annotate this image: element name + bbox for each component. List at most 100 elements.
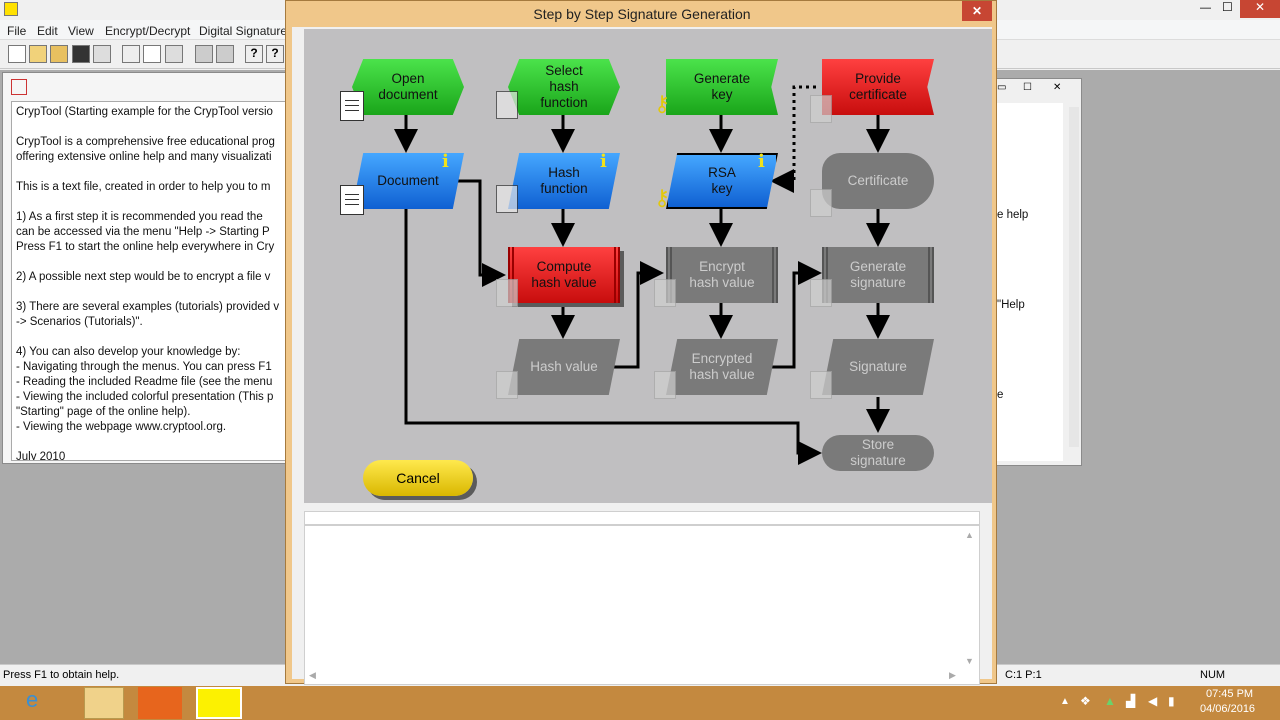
clock-date[interactable]: 04/06/2016 <box>1200 703 1256 715</box>
certificate-icon <box>810 95 832 123</box>
encrypted-fingerprint-icon <box>654 279 676 307</box>
document-text-area[interactable]: CrypTool (Starting example for the CrypT… <box>11 101 291 461</box>
generate-signature-step[interactable]: Generate signature <box>822 247 934 303</box>
text-document-window[interactable]: CrypTool (Starting example for the CrypT… <box>2 72 292 464</box>
provide-certificate-label: Provide certificate <box>849 71 907 102</box>
close-icon-2[interactable]: ✕ <box>1053 82 1062 93</box>
key-pair-icon: ⚷ <box>654 91 671 116</box>
flow-arrows <box>394 85 890 465</box>
menu-view[interactable]: View <box>68 24 94 38</box>
cryptool-taskbar-icon[interactable] <box>196 687 242 719</box>
document-text-line: CrypTool is a comprehensive free educati… <box>16 136 275 148</box>
tray-overflow-icon[interactable]: ▲ <box>1060 696 1070 707</box>
output-textbox[interactable]: ▲ ▼ ◀ ▶ <box>304 525 980 685</box>
dialog-title: Step by Step Signature Generation <box>533 6 751 22</box>
generate-key-label: Generate key <box>693 71 751 102</box>
hash-function-info-icon[interactable]: i <box>600 151 607 172</box>
help-icon[interactable]: ? <box>245 45 263 63</box>
secondary-text-1: e help <box>997 209 1029 221</box>
select-hash-label: Select hash function <box>540 63 588 110</box>
cut-icon[interactable] <box>122 45 140 63</box>
ie-icon[interactable]: e <box>26 687 39 712</box>
select-hash-step[interactable]: Select hash function <box>508 59 620 115</box>
copy-icon[interactable] <box>143 45 161 63</box>
network-icon[interactable]: ▟ <box>1126 694 1136 708</box>
signature-dialog: Step by Step Signature Generation ✕ <box>285 0 997 685</box>
open-document-step[interactable]: Open document <box>352 59 464 115</box>
menu-digital-signatures[interactable]: Digital Signatures <box>199 24 294 38</box>
hash-value-label: Hash value <box>530 359 598 374</box>
document-text-line: - Viewing the included colorful presenta… <box>16 391 274 403</box>
secondary-scrollbar[interactable] <box>1069 107 1079 447</box>
signature-doc-icon <box>810 279 832 307</box>
document-window-icon <box>11 79 27 95</box>
status-help-text: Press F1 to obtain help. <box>3 669 120 681</box>
dialog-close-button[interactable]: ✕ <box>962 1 992 21</box>
document-text-line: "Starting" page of the online help). <box>16 406 191 418</box>
secondary-text-3: e <box>997 389 1004 401</box>
paste-icon[interactable] <box>165 45 183 63</box>
taskbar: e ▲ ❖ ▲ ▟ ◀ ▮ 07:45 PM 04/06/2016 <box>0 686 1280 720</box>
dialog-client: Open document Select hash function Gener… <box>292 27 992 685</box>
provide-certificate-step[interactable]: Provide certificate <box>822 59 934 115</box>
print-icon[interactable] <box>93 45 111 63</box>
menu-encrypt-decrypt[interactable]: Encrypt/Decrypt <box>105 24 191 38</box>
rsa-key-node[interactable]: RSA key <box>666 153 778 209</box>
open-icon[interactable] <box>29 45 47 63</box>
volume-icon[interactable]: ◀ <box>1148 694 1158 708</box>
cancel-button[interactable]: Cancel <box>363 460 473 496</box>
scroll-up-icon[interactable]: ▲ <box>965 530 974 540</box>
maximize-icon-2[interactable]: ☐ <box>1023 82 1032 93</box>
menu-edit[interactable]: Edit <box>37 24 58 38</box>
open-document-label: Open document <box>378 71 438 102</box>
compute-hash-step[interactable]: Compute hash value <box>508 247 620 303</box>
document-icon <box>340 91 364 121</box>
power-icon[interactable]: ▮ <box>1168 694 1175 708</box>
minimize-icon[interactable]: — <box>1200 2 1211 14</box>
certificate-node[interactable]: Certificate <box>822 153 934 209</box>
save-icon[interactable] <box>72 45 90 63</box>
rsa-key-info-icon[interactable]: i <box>758 151 765 172</box>
file-explorer-icon[interactable] <box>84 687 124 719</box>
document-text-line: 3) There are several examples (tutorials… <box>16 301 280 313</box>
hash-icon[interactable] <box>216 45 234 63</box>
encrypted-hash-node[interactable]: Encrypted hash value <box>666 339 778 395</box>
document-text-line: -> Scenarios (Tutorials)". <box>16 316 143 328</box>
document-info-icon[interactable]: i <box>442 151 449 172</box>
generate-key-step[interactable]: Generate key <box>666 59 778 115</box>
app-close-icon[interactable]: ✕ <box>1240 0 1280 18</box>
document-node[interactable]: Document <box>352 153 464 209</box>
menu-file[interactable]: File <box>7 24 27 38</box>
document-text-line: - Viewing the webpage www.cryptool.org. <box>16 421 227 433</box>
certificate-icon-2 <box>810 189 832 217</box>
hash-value-node[interactable]: Hash value <box>508 339 620 395</box>
scroll-left-icon[interactable]: ◀ <box>309 670 316 680</box>
restore-icon[interactable]: ▭ <box>997 82 1007 93</box>
document-text-line: offering extensive online help and many … <box>16 151 272 163</box>
store-signature-step[interactable]: Store signature <box>822 435 934 471</box>
hash-function-node[interactable]: Hash function <box>508 153 620 209</box>
compute-hash-label: Compute hash value <box>531 259 597 290</box>
scroll-right-icon[interactable]: ▶ <box>949 670 956 680</box>
maximize-icon[interactable]: ☐ <box>1222 0 1233 14</box>
context-help-icon[interactable]: ? <box>266 45 284 63</box>
certificate-label: Certificate <box>847 173 909 188</box>
scroll-down-icon[interactable]: ▼ <box>965 656 974 666</box>
new-icon[interactable] <box>8 45 26 63</box>
drive-icon[interactable]: ▲ <box>1104 694 1116 708</box>
document-text-line: CrypTool (Starting example for the CrypT… <box>16 106 273 118</box>
secondary-text-area[interactable]: e help "Help e <box>997 103 1063 461</box>
document-label: Document <box>377 173 439 188</box>
fingerprint-window-icon <box>496 91 518 119</box>
rsa-key-label: RSA key <box>708 165 736 196</box>
clock-time[interactable]: 07:45 PM <box>1206 688 1254 700</box>
signature-node[interactable]: Signature <box>822 339 934 395</box>
dropbox-icon[interactable]: ❖ <box>1080 694 1091 708</box>
secondary-window[interactable]: ▭ ☐ ✕ e help "Help e <box>994 78 1082 466</box>
encrypt-hash-step[interactable]: Encrypt hash value <box>666 247 778 303</box>
close-file-icon[interactable] <box>50 45 68 63</box>
key-pair-icon-2: ⚷ <box>654 185 671 210</box>
key-icon[interactable] <box>195 45 213 63</box>
signature-doc-icon-2 <box>810 371 832 399</box>
recorder-icon[interactable] <box>138 687 182 719</box>
